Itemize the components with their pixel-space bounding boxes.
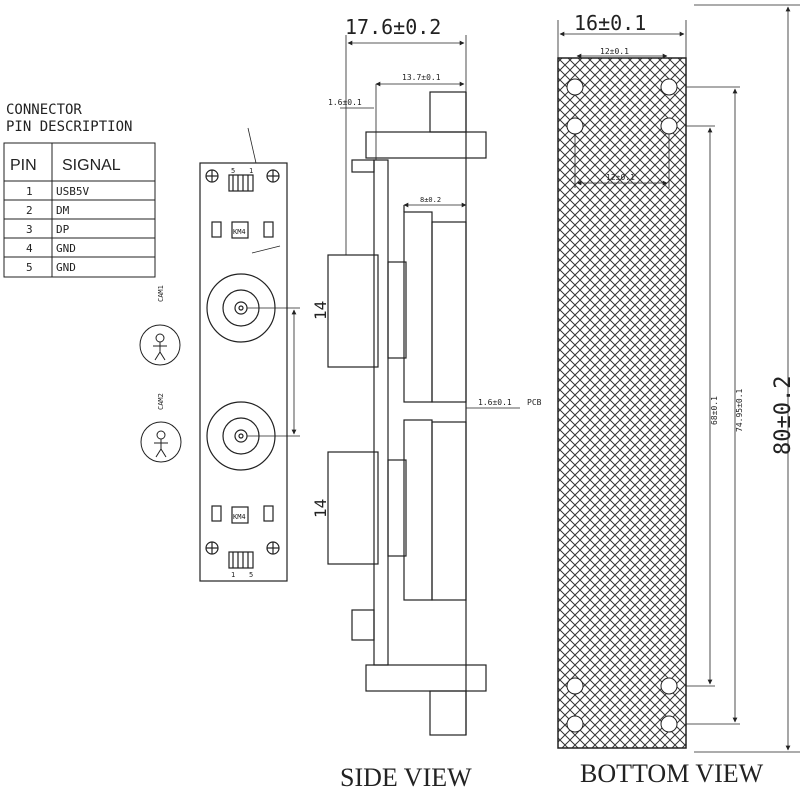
pin-table-header-signal: SIGNAL <box>62 157 121 174</box>
bottom-hole-span-mid: 12±0.1 <box>606 173 635 182</box>
bottom-hatched-pcb <box>557 57 687 749</box>
usb-connector-top <box>228 174 254 192</box>
pin-number: 4 <box>26 242 33 255</box>
connector-top-pin-label: 5 <box>231 167 235 175</box>
pin-number: 5 <box>26 261 33 274</box>
mount-hole <box>660 677 678 695</box>
side-pcb-dimension: 1.6±0.1 <box>478 398 512 407</box>
mount-hole <box>660 715 678 733</box>
usb-connector-bottom <box>228 551 254 569</box>
front-pcb-outline <box>199 162 288 582</box>
screw-hole <box>266 541 280 555</box>
mount-hole <box>566 677 584 695</box>
side-lens-height-top: 14 <box>311 301 330 320</box>
cam2-label: CAM2 <box>157 393 165 410</box>
screw-hole <box>266 169 280 183</box>
pin-signal: DM <box>56 204 70 217</box>
cam1-label: CAM1 <box>157 285 165 302</box>
screw-hole <box>205 541 219 555</box>
mount-hole <box>566 715 584 733</box>
connector-pin-description: CONNECTOR PIN DESCRIPTION PIN SIGNAL 1 U… <box>3 102 156 278</box>
mount-hole <box>660 117 678 135</box>
pin-table <box>3 142 156 278</box>
front-view <box>199 127 300 582</box>
pin-signal: USB5V <box>56 185 89 198</box>
chip-top <box>231 221 249 239</box>
pin-table-header-pin: PIN <box>10 157 37 174</box>
bottom-hole-distance-2: 74.95±0.1 <box>735 388 744 432</box>
connector-bottom-pin-label: 5 <box>249 571 253 579</box>
side-inner-dimension: 13.7±0.1 <box>402 73 441 82</box>
mount-hole <box>566 78 584 96</box>
connector-top-pin-label: 1 <box>249 167 253 175</box>
side-view-title: SIDE VIEW <box>340 763 472 792</box>
side-pcb-label: PCB <box>527 398 542 407</box>
side-view <box>327 35 520 736</box>
pin-number: 2 <box>26 204 33 217</box>
chip-bottom-label: KM4 <box>233 513 246 521</box>
bottom-hole-distance-1: 68±0.1 <box>710 396 719 425</box>
side-lens-bottom <box>327 451 379 565</box>
side-lens-top <box>327 254 379 368</box>
mount-hole <box>566 117 584 135</box>
pin-signal: DP <box>56 223 70 236</box>
person-symbol-cam2 <box>140 421 182 463</box>
bottom-hole-span-top: 12±0.1 <box>600 47 629 56</box>
pin-signal: GND <box>56 261 76 274</box>
side-lens-height-bottom: 14 <box>311 499 330 518</box>
mount-hole <box>660 78 678 96</box>
connector-heading-2: PIN DESCRIPTION <box>6 119 132 135</box>
bottom-length-dimension: 80±0.2 <box>771 376 796 455</box>
side-small-dimension: 8±0.2 <box>420 196 441 204</box>
side-thin-dimension: 1.6±0.1 <box>328 98 362 107</box>
bottom-view <box>557 4 800 753</box>
pin-number: 3 <box>26 223 33 236</box>
pin-number: 1 <box>26 185 33 198</box>
side-pcb <box>373 159 389 666</box>
bottom-width-dimension: 16±0.1 <box>574 11 646 35</box>
person-symbol-cam1 <box>139 324 181 366</box>
bottom-view-title: BOTTOM VIEW <box>580 759 764 788</box>
connector-bottom-pin-label: 1 <box>231 571 235 579</box>
chip-top-label: KM4 <box>233 228 246 236</box>
screw-hole <box>205 169 219 183</box>
pin-signal: GND <box>56 242 76 255</box>
chip-bottom <box>231 506 249 524</box>
side-width-dimension: 17.6±0.2 <box>345 15 441 39</box>
connector-heading-1: CONNECTOR <box>6 102 82 118</box>
